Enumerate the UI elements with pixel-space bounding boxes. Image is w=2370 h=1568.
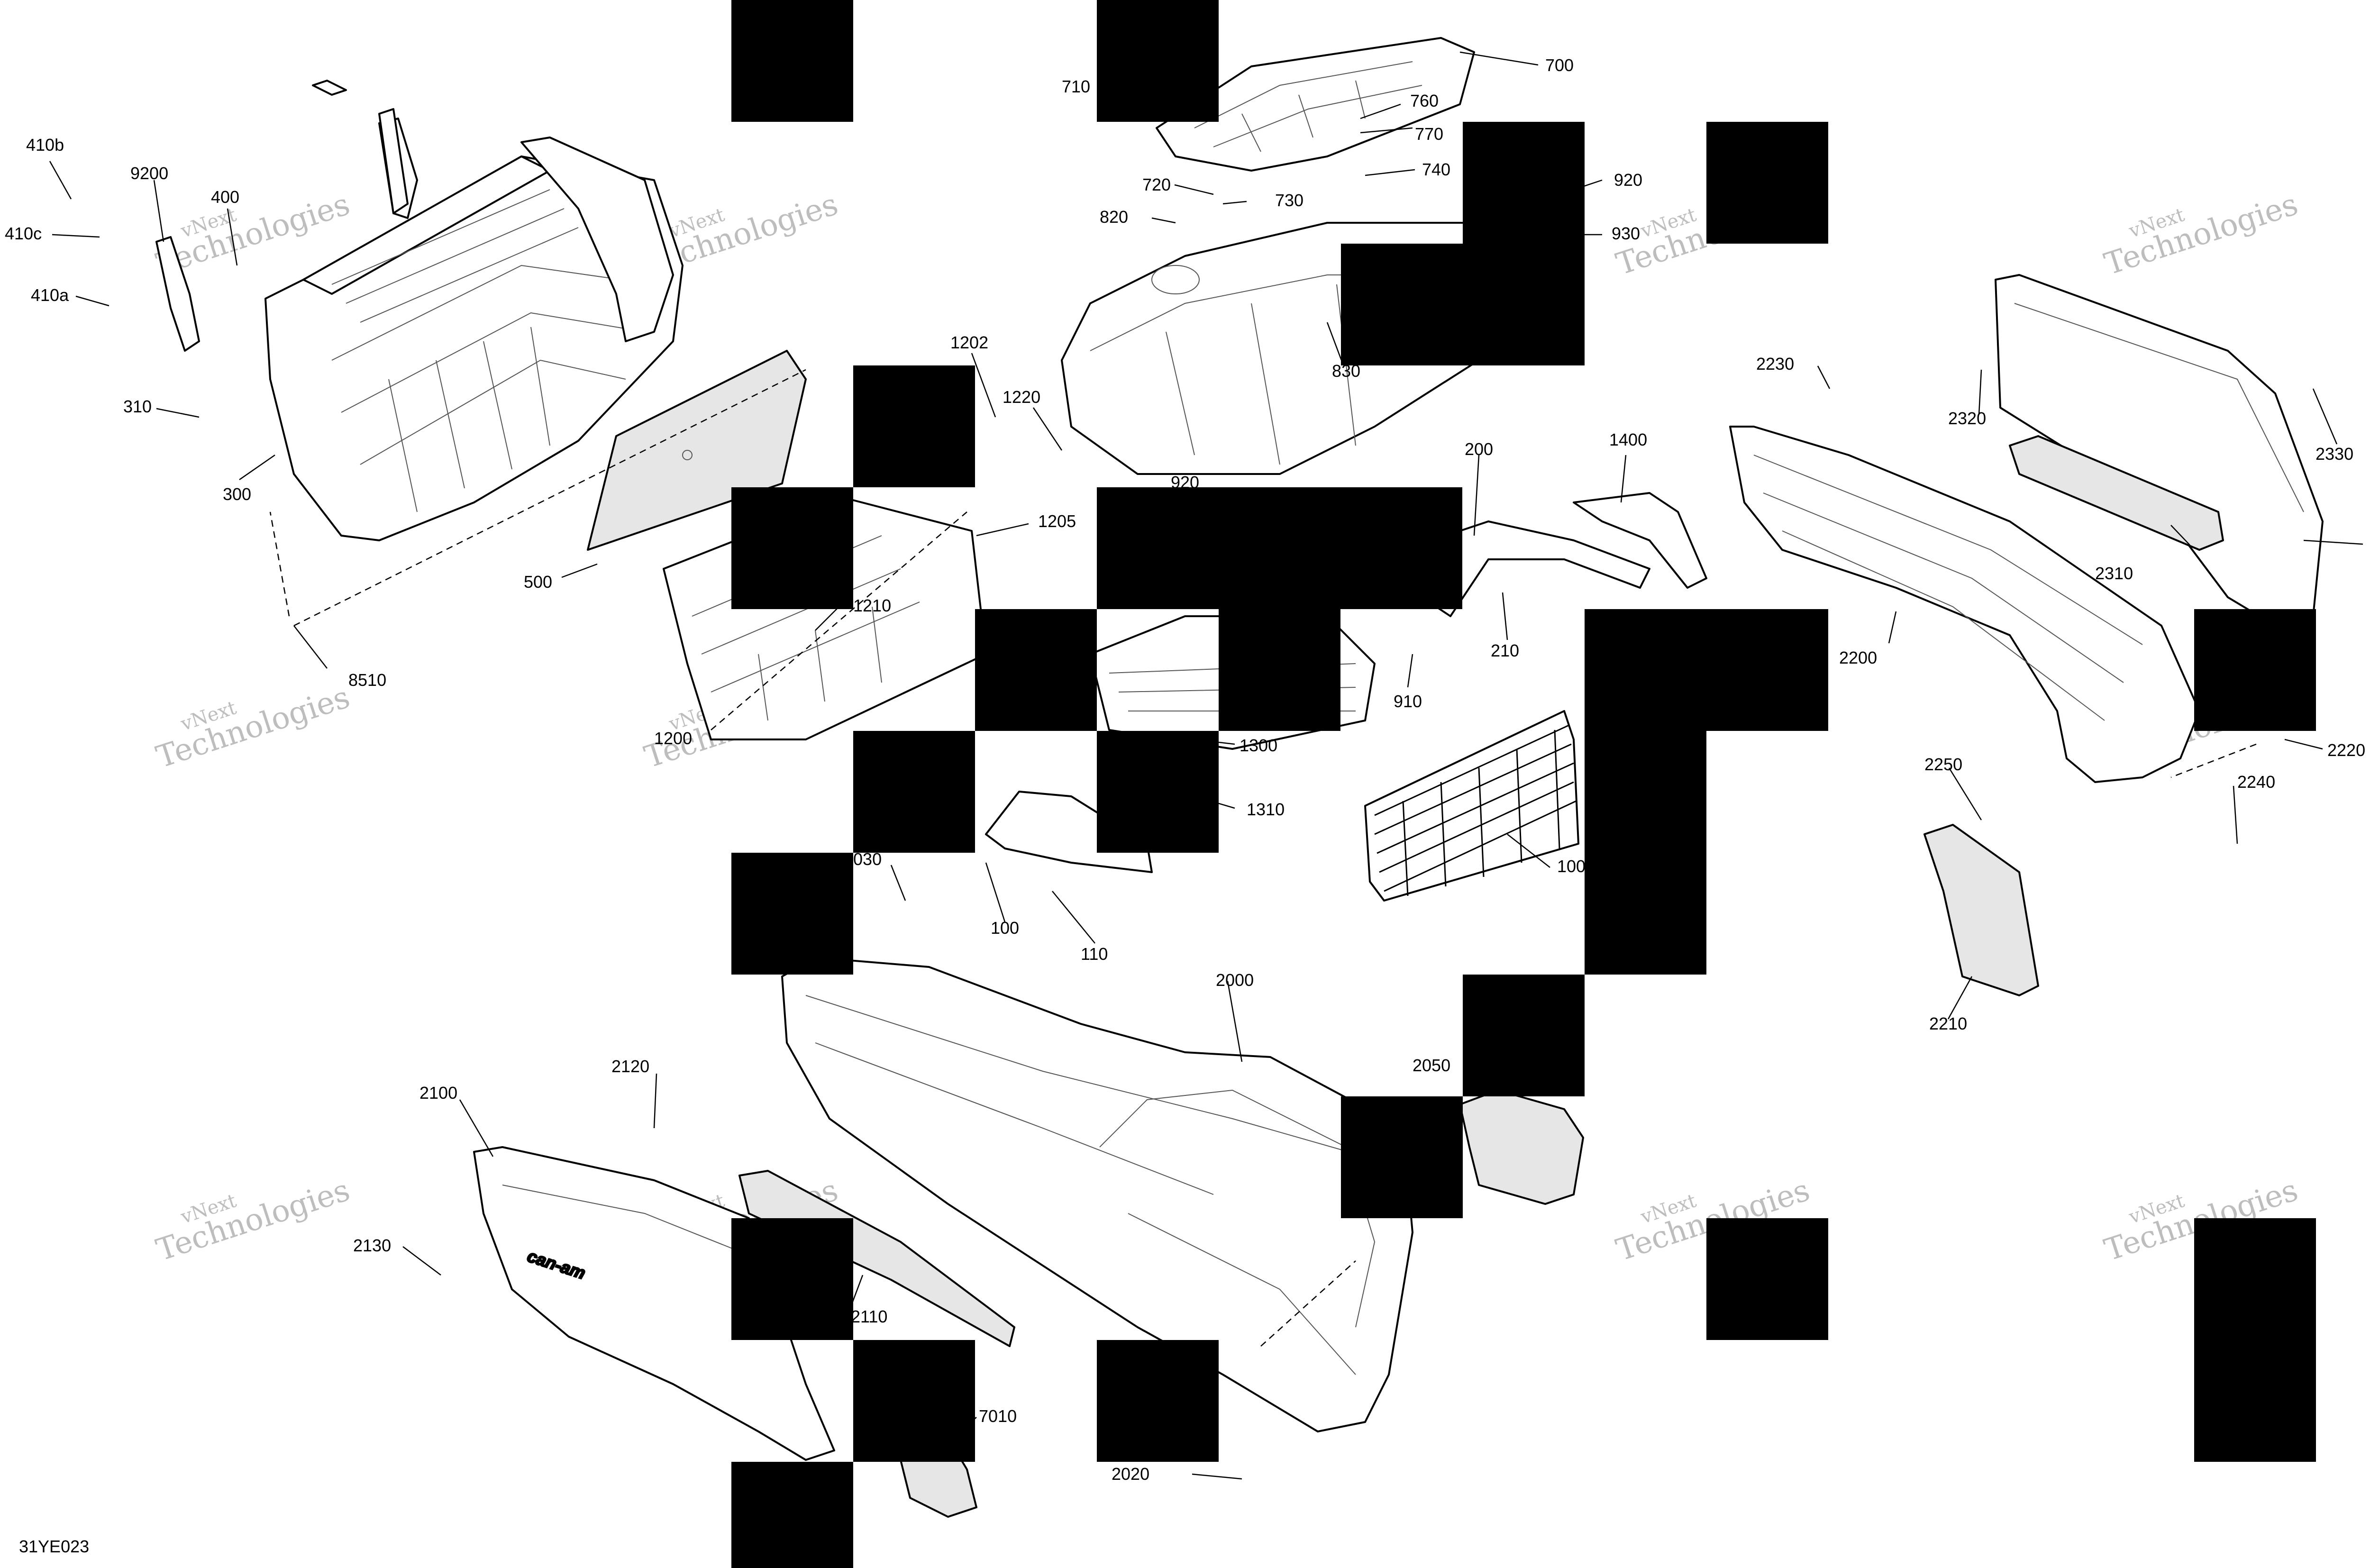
callout-2100: 2100: [419, 1083, 457, 1103]
callout-1200: 1200: [654, 729, 692, 748]
callout-2000: 2000: [1216, 970, 1254, 990]
callout-760: 760: [1410, 91, 1439, 110]
callout-1202: 1202: [950, 333, 988, 352]
callout-820: 820: [1100, 207, 1128, 227]
callout-1300: 1300: [1240, 736, 1277, 755]
callout-2020: 2020: [1112, 1464, 1149, 1484]
redaction-blocks: [731, 0, 2316, 1568]
callout-7010: 7010: [979, 1406, 1017, 1426]
callout-300: 300: [223, 484, 251, 504]
callout-2330: 2330: [2315, 444, 2353, 464]
callout-9200: 9200: [130, 164, 168, 183]
trim-200: [1435, 492, 1707, 617]
callout-1220: 1220: [1003, 387, 1040, 407]
callout-2120: 2120: [611, 1057, 649, 1076]
pad-2210: [1923, 824, 2039, 996]
callout-2210: 2210: [1929, 1014, 1967, 1033]
callout-2110: 2110: [851, 1307, 887, 1326]
pad-2050: [1459, 1089, 1584, 1205]
callout-740: 740: [1422, 160, 1450, 179]
callout-2220: 2220: [2327, 740, 2365, 760]
callout-910: 910: [1394, 692, 1422, 711]
callout-400: 400: [211, 187, 239, 207]
drawing-code: 31YE023: [19, 1537, 89, 1556]
mesh-screen: [1364, 710, 1579, 902]
callout-200: 200: [1465, 439, 1493, 459]
callout-730: 730: [1275, 191, 1304, 210]
callout-labels: 410b 9200 400 410c 410a 310 300 500 8510…: [5, 55, 2365, 1484]
callout-2320: 2320: [1948, 409, 1986, 428]
callout-100-right: 100: [1557, 857, 1586, 876]
callout-930: 930: [1612, 224, 1640, 243]
callout-2130: 2130: [353, 1236, 391, 1255]
callout-1310: 1310: [1247, 800, 1285, 819]
callout-410c: 410c: [5, 224, 42, 243]
side-panel-2300: [1995, 274, 2324, 627]
callout-2310: 2310: [2095, 564, 2133, 583]
callout-1205: 1205: [1038, 511, 1076, 531]
callout-770: 770: [1415, 124, 1443, 144]
callout-1210: 1210: [853, 596, 891, 615]
callout-500: 500: [524, 572, 552, 592]
bracket-9200: [155, 80, 409, 352]
side-panel-2200: [1729, 426, 2200, 783]
top-cover-700: [1156, 37, 1475, 172]
callout-710: 710: [1062, 77, 1090, 96]
callout-410a: 410a: [31, 285, 69, 305]
callout-410b: 410b: [26, 135, 64, 155]
callout-310: 310: [123, 397, 152, 416]
callout-920-upper: 920: [1614, 170, 1642, 190]
callout-2240: 2240: [2237, 772, 2275, 792]
callout-110: 110: [1081, 944, 1108, 964]
callout-2050: 2050: [1413, 1056, 1450, 1075]
callout-1400: 1400: [1609, 430, 1647, 449]
callout-8510: 8510: [348, 670, 386, 690]
callout-2250: 2250: [1924, 755, 1962, 774]
callout-700: 700: [1545, 55, 1574, 75]
callout-2200: 2200: [1839, 648, 1877, 667]
part-drawings: can-am: [155, 37, 2324, 1518]
callout-210: 210: [1491, 641, 1519, 660]
leader-lines: [49, 51, 2363, 1480]
callout-720: 720: [1142, 175, 1171, 194]
callout-100-left: 100: [991, 918, 1019, 938]
fender-2000: [781, 957, 1413, 1432]
callout-2230: 2230: [1756, 354, 1794, 374]
